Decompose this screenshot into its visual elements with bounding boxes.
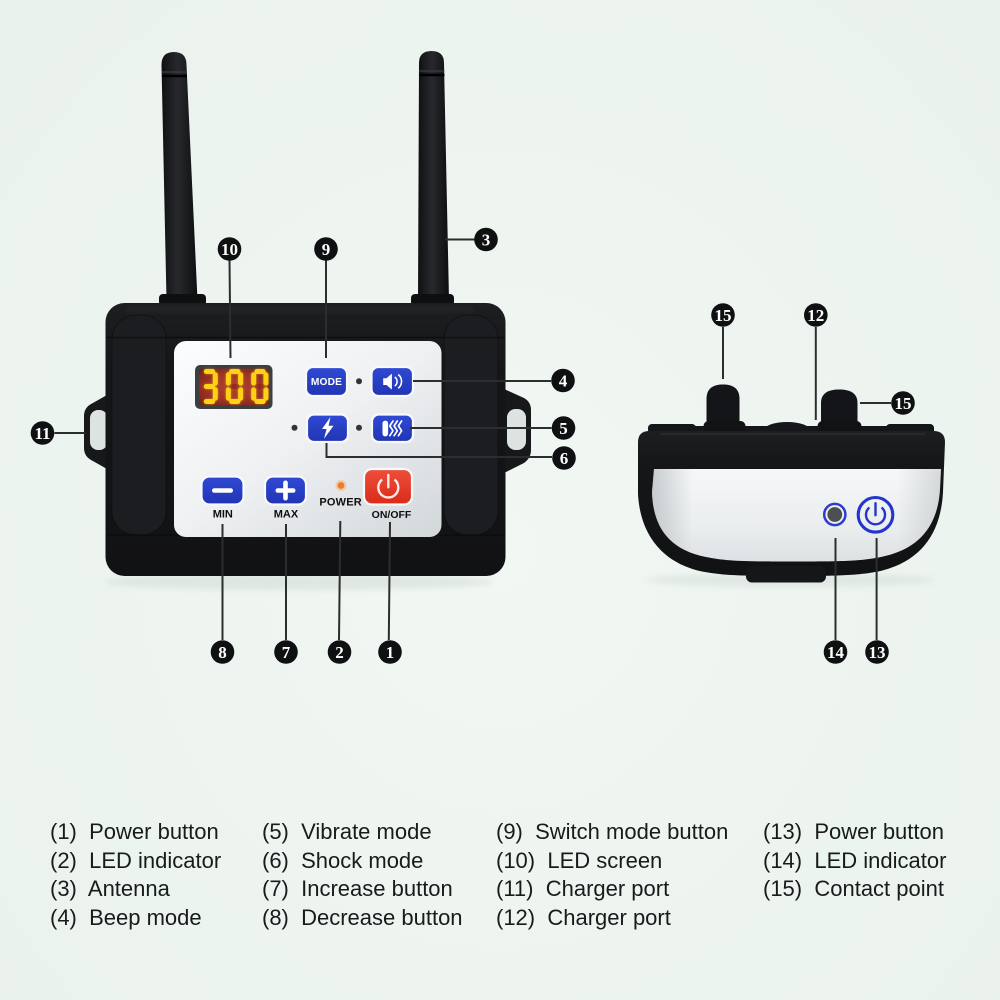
svg-text:15: 15 bbox=[715, 306, 732, 325]
svg-text:6: 6 bbox=[560, 449, 569, 468]
svg-text:12: 12 bbox=[807, 306, 824, 325]
svg-text:14: 14 bbox=[827, 643, 845, 662]
svg-text:10: 10 bbox=[221, 240, 238, 259]
svg-text:5: 5 bbox=[559, 419, 568, 438]
svg-text:ON/OFF: ON/OFF bbox=[372, 509, 412, 521]
svg-text:9: 9 bbox=[322, 240, 331, 259]
svg-text:3: 3 bbox=[482, 231, 491, 250]
svg-text:MIN: MIN bbox=[213, 509, 233, 521]
svg-text:MODE: MODE bbox=[311, 377, 342, 388]
svg-text:1: 1 bbox=[386, 643, 395, 662]
svg-text:13: 13 bbox=[869, 643, 886, 662]
svg-text:POWER: POWER bbox=[319, 497, 362, 509]
svg-text:4: 4 bbox=[559, 372, 568, 391]
svg-text:2: 2 bbox=[335, 643, 344, 662]
svg-text:15: 15 bbox=[895, 394, 912, 413]
svg-text:7: 7 bbox=[282, 643, 291, 662]
svg-text:8: 8 bbox=[218, 643, 227, 662]
svg-text:MAX: MAX bbox=[274, 509, 299, 521]
svg-text:11: 11 bbox=[34, 424, 50, 443]
